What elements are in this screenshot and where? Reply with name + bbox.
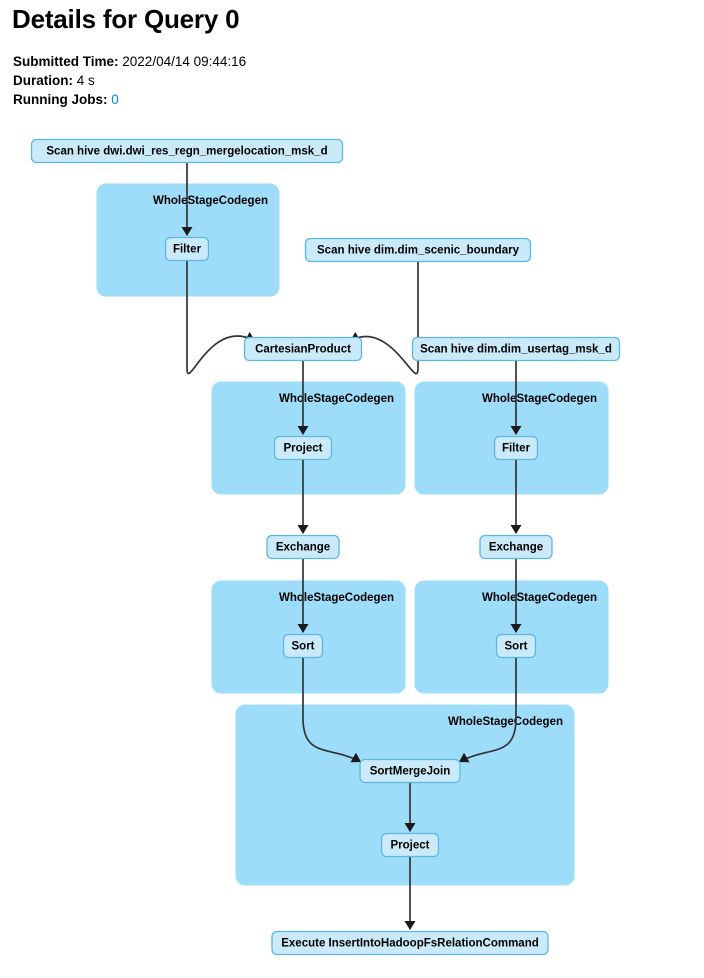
node-rect[interactable]: [493, 435, 539, 461]
cluster-label: WholeStageCodegen: [279, 592, 394, 604]
edge-arrowhead: [297, 624, 309, 633]
plan-node-scan2[interactable]: Scan hive dim.dim_scenic_boundary: [304, 237, 532, 263]
edge-arrowhead: [297, 426, 309, 435]
node-label: Project: [391, 840, 430, 852]
cluster-label: WholeStageCodegen: [153, 195, 268, 207]
node-label: CartesianProduct: [255, 344, 351, 356]
node-rect[interactable]: [243, 336, 363, 362]
plan-node-project2[interactable]: Project: [380, 832, 440, 858]
edge-filter1-to-cartesian: [186, 261, 254, 375]
node-label: SortMergeJoin: [370, 766, 451, 778]
node-label: Scan hive dim.dim_usertag_msk_d: [420, 344, 612, 356]
edge-arrowhead: [404, 921, 416, 930]
submitted-time-value: 2022/04/14 09:44:16: [122, 54, 247, 69]
plan-node-scan3[interactable]: Scan hive dim.dim_usertag_msk_d: [411, 336, 621, 362]
plan-node-project1[interactable]: Project: [273, 435, 333, 461]
edge-arrowhead: [181, 227, 193, 236]
node-label: Exchange: [276, 542, 330, 554]
edge-arrowhead: [297, 525, 309, 534]
edge-arrowhead: [404, 823, 416, 832]
edge-sort1-to-smj: [302, 658, 360, 762]
submitted-time-label: Submitted Time:: [13, 54, 119, 69]
node-rect[interactable]: [164, 236, 210, 262]
duration-value: 4 s: [76, 73, 95, 88]
edge-sort2-to-smj: [460, 658, 517, 762]
node-label: Filter: [502, 443, 531, 455]
edge-arrowhead: [350, 752, 361, 763]
plan-node-sort2[interactable]: Sort: [495, 633, 537, 659]
cluster-rect[interactable]: [235, 704, 575, 886]
plan-node-cartesian[interactable]: CartesianProduct: [243, 336, 363, 362]
submitted-time-row: Submitted Time: 2022/04/14 09:44:16: [13, 52, 246, 71]
node-rect[interactable]: [380, 832, 440, 858]
cluster-label: WholeStageCodegen: [448, 716, 563, 728]
query-metadata: Submitted Time: 2022/04/14 09:44:16 Dura…: [13, 52, 246, 109]
edge-scan2-to-cartesian: [351, 262, 419, 375]
node-label: Project: [284, 443, 323, 455]
node-rect[interactable]: [271, 930, 549, 956]
node-rect[interactable]: [479, 534, 553, 560]
cluster-wsc6: WholeStageCodegen: [235, 704, 575, 886]
node-rect[interactable]: [495, 633, 537, 659]
plan-node-sort1[interactable]: Sort: [282, 633, 324, 659]
node-rect[interactable]: [411, 336, 621, 362]
node-rect[interactable]: [359, 758, 461, 784]
edge-arrowhead: [510, 624, 522, 633]
running-jobs-row: Running Jobs: 0: [13, 90, 246, 109]
plan-node-smj[interactable]: SortMergeJoin: [359, 758, 461, 784]
node-rect[interactable]: [273, 435, 333, 461]
node-rect[interactable]: [30, 138, 344, 164]
node-label: Scan hive dwi.dwi_res_regn_mergelocation…: [46, 146, 327, 158]
duration-label: Duration:: [13, 73, 73, 88]
plan-node-filter2[interactable]: Filter: [493, 435, 539, 461]
node-label: Sort: [292, 641, 315, 653]
node-label: Sort: [505, 641, 528, 653]
edge-arrowhead: [459, 752, 470, 763]
plan-node-execute[interactable]: Execute InsertIntoHadoopFsRelationComman…: [271, 930, 549, 956]
node-label: Filter: [173, 244, 202, 256]
running-jobs-link[interactable]: 0: [111, 92, 119, 107]
node-rect[interactable]: [304, 237, 532, 263]
plan-node-exchange2[interactable]: Exchange: [479, 534, 553, 560]
plan-node-filter1[interactable]: Filter: [164, 236, 210, 262]
node-label: Exchange: [489, 542, 543, 554]
plan-node-scan1[interactable]: Scan hive dwi.dwi_res_regn_mergelocation…: [30, 138, 344, 164]
node-label: Execute InsertIntoHadoopFsRelationComman…: [281, 938, 539, 950]
edge-arrowhead: [510, 426, 522, 435]
node-rect[interactable]: [282, 633, 324, 659]
running-jobs-label: Running Jobs:: [13, 92, 108, 107]
page-title: Details for Query 0: [12, 4, 240, 34]
cluster-label: WholeStageCodegen: [482, 592, 597, 604]
plan-node-exchange1[interactable]: Exchange: [266, 534, 340, 560]
duration-row: Duration: 4 s: [13, 71, 246, 90]
edge-arrowhead: [510, 525, 522, 534]
cluster-label: WholeStageCodegen: [482, 393, 597, 405]
cluster-label: WholeStageCodegen: [279, 393, 394, 405]
node-layer: Scan hive dwi.dwi_res_regn_mergelocation…: [30, 138, 621, 956]
node-label: Scan hive dim.dim_scenic_boundary: [317, 245, 520, 257]
node-rect[interactable]: [266, 534, 340, 560]
